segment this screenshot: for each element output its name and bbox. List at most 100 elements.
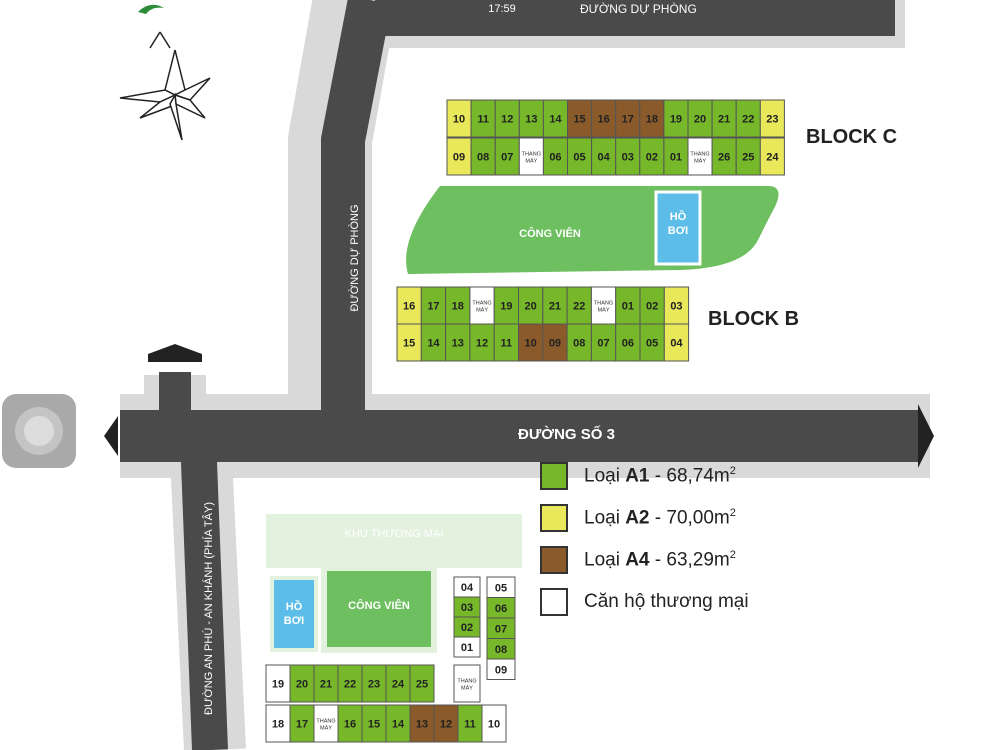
unit-15: 15 (361, 704, 387, 743)
svg-text:09: 09 (495, 664, 507, 676)
svg-text:05: 05 (573, 152, 585, 164)
unit-25: 25 (409, 664, 435, 703)
svg-text:18: 18 (272, 719, 284, 731)
unit-01: 01 (615, 286, 641, 325)
unit-01: 01 (663, 137, 689, 176)
svg-text:08: 08 (477, 152, 489, 164)
svg-text:19: 19 (670, 114, 682, 126)
unit-18: 18 (639, 99, 665, 138)
unit-06: 06 (486, 597, 516, 619)
unit-03: 03 (453, 596, 481, 618)
svg-text:THANG: THANG (690, 152, 709, 158)
svg-text:05: 05 (495, 582, 507, 594)
svg-text:07: 07 (501, 152, 513, 164)
park-south (321, 565, 437, 653)
svg-text:12: 12 (476, 338, 488, 350)
unit-26: 26 (711, 137, 737, 176)
unit-16: 16 (591, 99, 617, 138)
legend-prefix: Loại (584, 507, 626, 529)
svg-text:07: 07 (495, 623, 507, 635)
svg-text:13: 13 (416, 719, 428, 731)
unit-21: 21 (711, 99, 737, 138)
svg-text:08: 08 (495, 644, 507, 656)
unit-21: 21 (542, 286, 568, 325)
svg-text:14: 14 (392, 719, 405, 731)
unit-19: 19 (663, 99, 689, 138)
unit-05: 05 (639, 323, 665, 362)
arrow-north-icon (148, 344, 202, 354)
road-an-phu (180, 435, 228, 750)
unit-04: 04 (663, 323, 690, 362)
unit-01: 01 (453, 636, 481, 658)
unit-14: 14 (542, 99, 569, 138)
svg-text:17: 17 (622, 114, 634, 126)
svg-text:20: 20 (525, 301, 537, 313)
unit-24: 24 (759, 137, 785, 176)
unit-12: 12 (433, 704, 459, 743)
legend-item-a2: Loại A2 - 70,00m2 (540, 502, 749, 534)
svg-text:15: 15 (403, 338, 415, 350)
pool-south (270, 576, 318, 652)
unit-04: 04 (453, 576, 481, 598)
svg-text:21: 21 (549, 301, 561, 313)
svg-text:THANG: THANG (472, 301, 491, 307)
unit-15: 15 (396, 323, 422, 362)
unit-12: 12 (494, 99, 520, 138)
unit-05: 05 (486, 576, 516, 598)
unit-12: 12 (469, 323, 495, 362)
unit-16: 16 (337, 704, 363, 743)
unit-13: 13 (518, 99, 544, 138)
arrow-west-icon (104, 416, 118, 456)
svg-text:03: 03 (461, 602, 473, 614)
pool-south-label-line2: BƠI (283, 615, 305, 627)
assistive-touch-button[interactable] (2, 394, 76, 468)
svg-text:20: 20 (694, 114, 706, 126)
svg-text:04: 04 (461, 582, 474, 594)
svg-text:MÁY: MÁY (525, 158, 537, 165)
unit-21: 21 (313, 664, 339, 703)
legend-item-a4: Loại A4 - 63,29m2 (540, 544, 749, 576)
unit-19: 19 (265, 664, 291, 703)
unit-10: 10 (481, 704, 507, 743)
pool-central (654, 190, 702, 266)
unit-11: 11 (493, 323, 520, 362)
unit-09: 09 (542, 323, 568, 362)
svg-text:17: 17 (296, 719, 308, 731)
legend-type: A2 (625, 507, 650, 529)
pool-label-line1: HỒ (669, 211, 687, 223)
svg-text:15: 15 (573, 114, 585, 126)
svg-text:20: 20 (296, 679, 308, 691)
legend-type: A1 (625, 465, 650, 487)
unit-07: 07 (486, 617, 516, 639)
unit-17: 17 (615, 99, 641, 138)
svg-text:07: 07 (597, 338, 609, 350)
park-south-label: CÔNG VIÊN (348, 600, 410, 612)
svg-text:10: 10 (488, 719, 500, 731)
svg-text:09: 09 (453, 152, 465, 164)
svg-text:16: 16 (344, 719, 356, 731)
road-label-du-phong-vertical: ĐƯỜNG DỰ PHÒNG (349, 204, 361, 312)
pool-label-line2: BƠI (667, 225, 689, 237)
unit-08: 08 (470, 137, 496, 176)
unit-13: 13 (409, 704, 435, 743)
pool-south-label: HỒ BƠI (272, 600, 316, 628)
unit-08: 08 (566, 323, 592, 362)
road-arrows (104, 344, 934, 468)
unit-15: 15 (567, 99, 593, 138)
block-c-label: BLOCK C (806, 126, 898, 148)
svg-text:26: 26 (718, 152, 730, 164)
svg-text:19: 19 (272, 679, 284, 691)
svg-text:09: 09 (549, 338, 561, 350)
arrow-east-icon (918, 404, 934, 468)
unit-25: 25 (735, 137, 761, 176)
svg-text:08: 08 (573, 338, 585, 350)
unit-20: 20 (687, 99, 713, 138)
unit-06: 06 (542, 137, 569, 176)
status-time: 17:59 (488, 3, 516, 15)
svg-text:03: 03 (670, 301, 682, 313)
